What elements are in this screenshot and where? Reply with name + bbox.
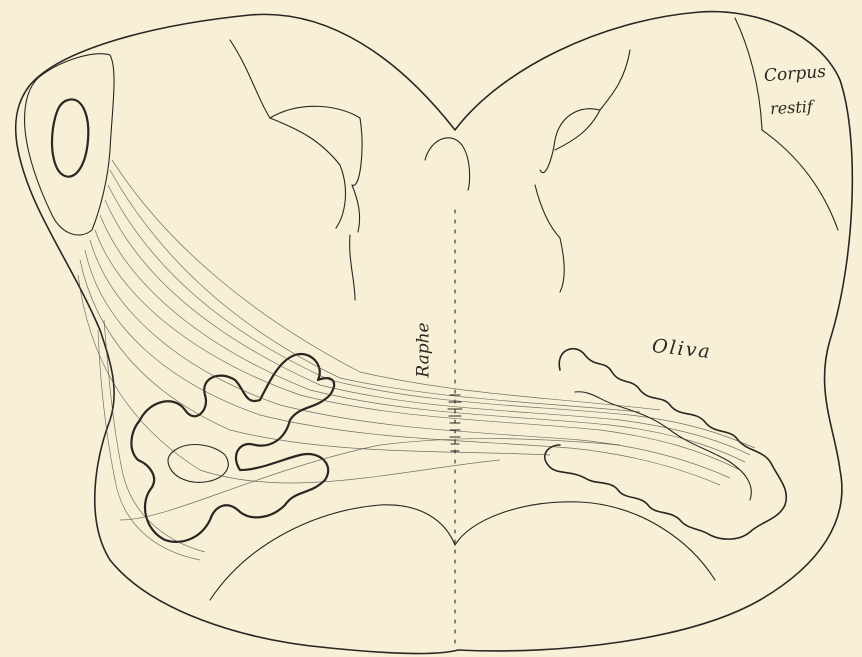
right-olive-inner [575, 392, 751, 500]
lateral-fiber-band-2 [104, 320, 205, 552]
raphe-label: Raphe [414, 322, 434, 377]
left-olive [131, 354, 334, 542]
hypoglossal-notch-left [352, 185, 360, 232]
median-sulcus [425, 138, 470, 190]
corpus-restiforme-boundary [735, 18, 838, 230]
ventricle-floor-left [230, 40, 362, 185]
pyramid-left [210, 505, 455, 600]
pyramid-right [455, 502, 715, 580]
corpus-restiforme-label-line2: restif [770, 97, 814, 118]
ventricle-arc-right [555, 110, 600, 150]
left-olive-hilum [168, 445, 228, 483]
hypoglossal-notch-right [535, 185, 564, 292]
ventricle-floor-right [540, 50, 630, 173]
section-outline [16, 12, 853, 654]
right-olive [545, 349, 787, 539]
ventral-groove-left [350, 235, 355, 300]
left-restiform-oval [52, 99, 88, 176]
ventricle-arc-left [270, 118, 346, 228]
